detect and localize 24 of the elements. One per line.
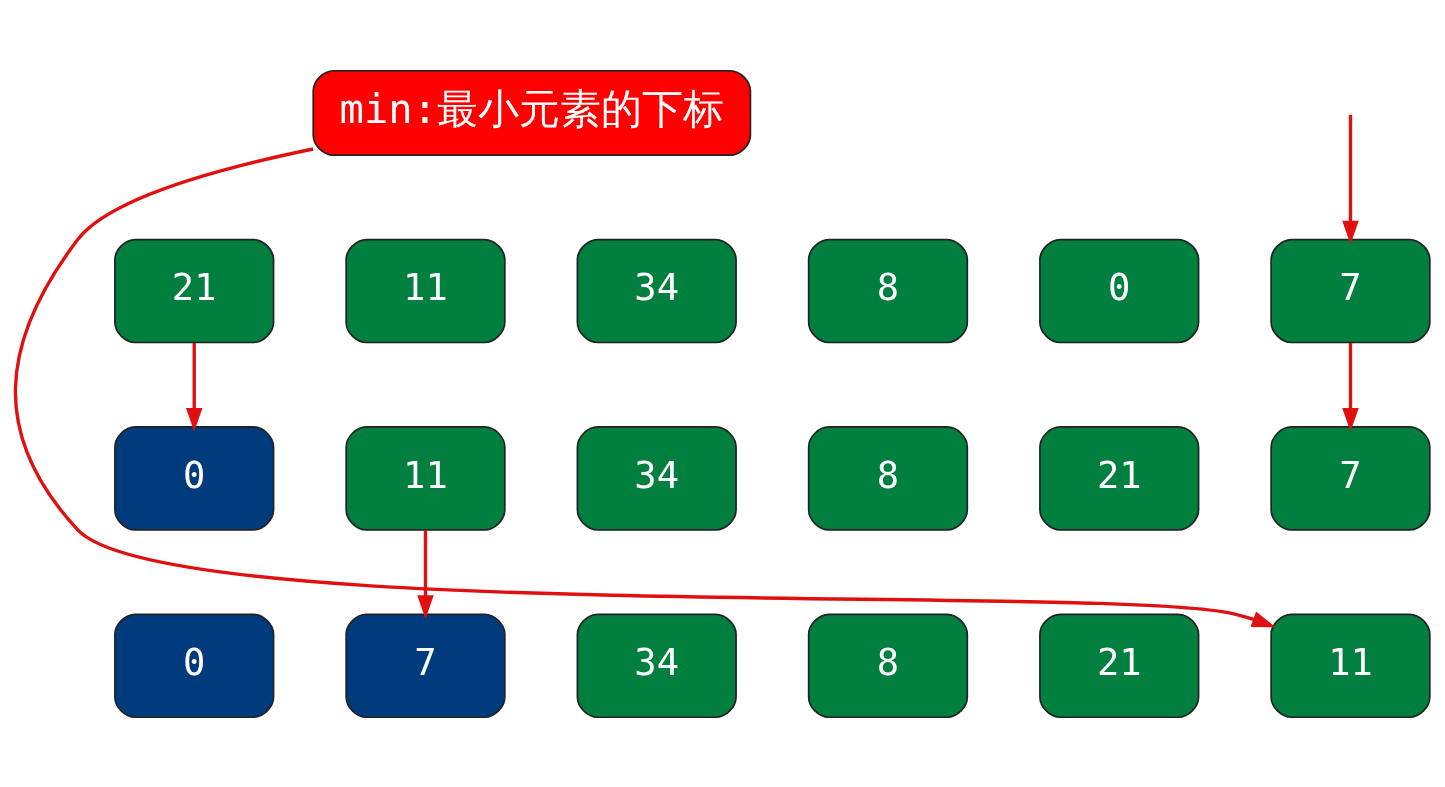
node-box: 7 [1270,238,1431,343]
arrow [185,342,203,432]
node-box: 11 [345,425,506,531]
arrow [1342,342,1359,432]
arrow [417,529,434,619]
arrow [14,146,1276,627]
node-box: 0 [114,612,275,718]
node-box: 0 [1039,238,1200,343]
node-box: 8 [807,425,969,531]
node-box: 21 [1039,425,1200,531]
node-box: 34 [576,612,737,718]
node-box: 21 [114,238,275,343]
node-box: 34 [576,238,737,343]
node-box: 11 [345,238,506,343]
node-box: min:最小元素的下标 [312,69,752,156]
node-box: 7 [1270,425,1431,531]
node-box: 0 [114,425,275,531]
node-box: 8 [807,612,969,718]
arrow [1342,114,1359,244]
node-box: 7 [345,612,506,718]
node-box: 8 [807,238,969,343]
node-box: 34 [576,425,737,531]
node-box: 21 [1039,612,1200,718]
node-box: 11 [1270,612,1431,718]
